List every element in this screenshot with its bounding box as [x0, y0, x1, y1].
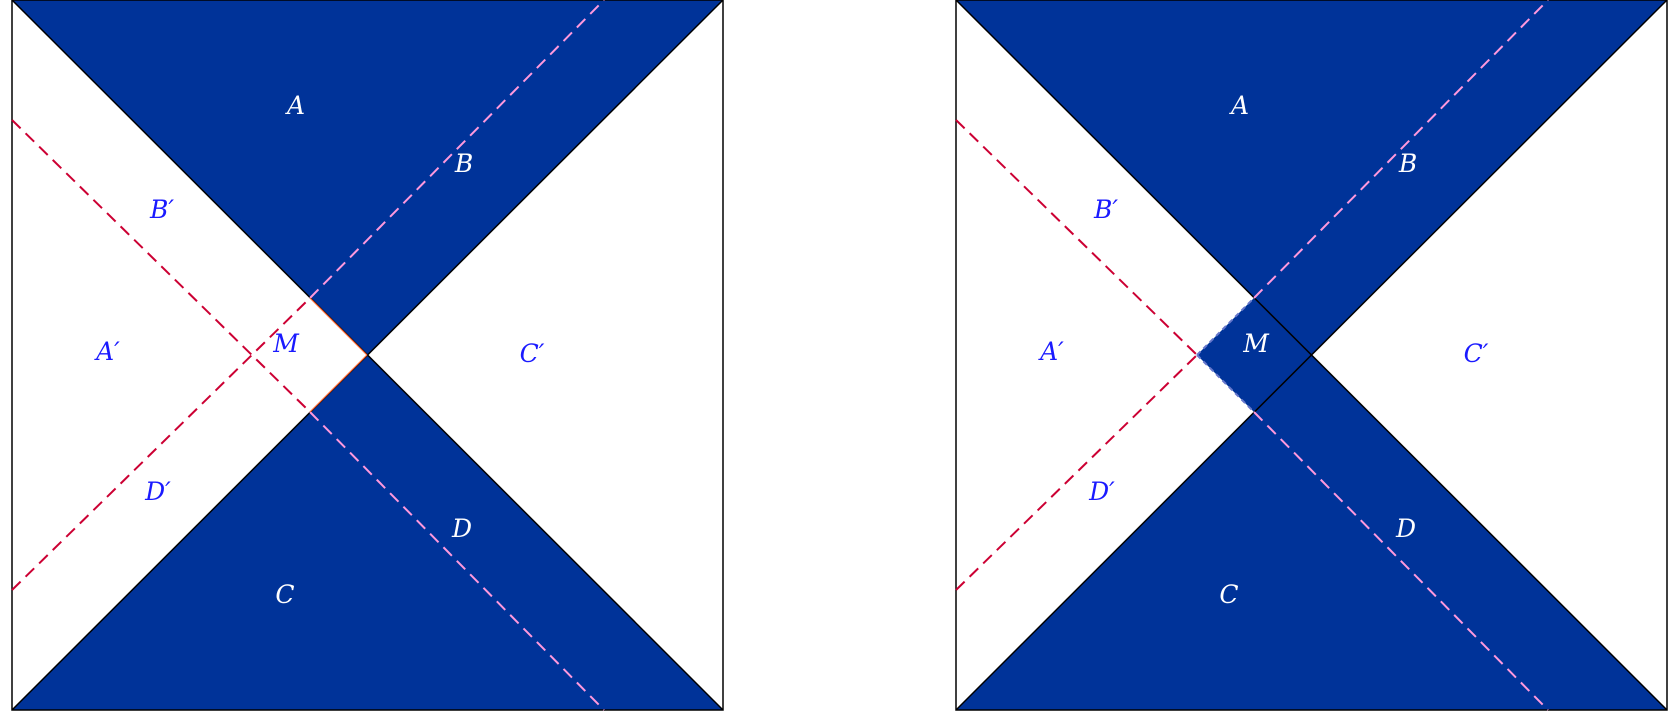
region-A-B-fill	[12, 0, 723, 355]
left-M-edge-top	[309, 297, 368, 356]
left-dash-pink-lower	[309, 411, 605, 711]
left-label-A: A	[285, 91, 305, 120]
right-dash-pink-lower	[1253, 411, 1549, 711]
left-M-edge-bottom	[309, 354, 368, 413]
left-label-B: B	[454, 149, 473, 178]
right-frame	[955, 0, 1668, 711]
left-label-D-prime: D′	[144, 477, 171, 506]
left-label-A-prime: A′	[94, 337, 120, 366]
left-diagonal-up	[11, 0, 724, 711]
left-label-M: M	[272, 329, 300, 358]
left-frame	[11, 0, 724, 711]
region-C-D-fill	[956, 298, 1667, 710]
left-dash-red-lower	[11, 297, 311, 591]
left-label-C: C	[275, 580, 294, 609]
right-outline	[955, 0, 1668, 711]
right-dashed-lines	[955, 0, 1549, 711]
right-label-A-prime: A′	[1038, 337, 1064, 366]
right-M-edge-upper-left	[1196, 297, 1255, 356]
right-panel: A B B′ A′ M C′ D′ D C	[955, 0, 1668, 711]
left-label-B-prime: B′	[149, 195, 174, 224]
right-label-C: C	[1219, 580, 1238, 609]
left-panel: A B B′ A′ M C′ D′ D C	[11, 0, 724, 711]
left-dash-red-upper	[11, 119, 311, 413]
right-label-A: A	[1229, 91, 1249, 120]
right-label-C-prime: C′	[1464, 339, 1489, 368]
left-dash-pink-upper	[309, 0, 605, 299]
right-label-D-prime: D′	[1088, 477, 1115, 506]
right-label-D: D	[1395, 514, 1416, 543]
right-label-B: B	[1398, 149, 1417, 178]
left-region-M-edges	[309, 297, 368, 413]
region-C-D-fill	[12, 355, 723, 710]
left-label-D: D	[451, 514, 472, 543]
left-label-C-prime: C′	[520, 339, 545, 368]
region-A-B-fill	[956, 0, 1667, 412]
left-filled-regions	[12, 0, 723, 710]
left-dashed-lines	[11, 0, 605, 711]
left-outline	[11, 0, 724, 711]
right-diagonal-up	[955, 0, 1668, 711]
left-labels: A B B′ A′ M C′ D′ D C	[94, 91, 545, 609]
right-region-M-edges	[1196, 297, 1255, 413]
right-label-M: M	[1242, 329, 1270, 358]
right-label-B-prime: B′	[1093, 195, 1118, 224]
right-M-edge-lower-left	[1196, 354, 1255, 413]
right-labels: A B B′ A′ M C′ D′ D C	[1038, 91, 1489, 609]
right-dash-pink-upper	[1253, 0, 1549, 299]
